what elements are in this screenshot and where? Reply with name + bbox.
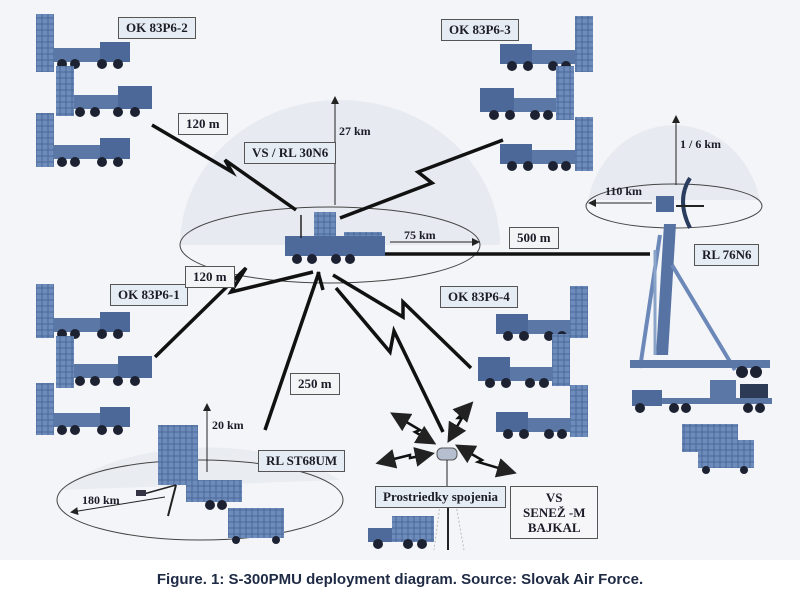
label-ok-83p6-1: OK 83P6-1 xyxy=(110,284,188,306)
label-prostriedky-spojenia: Prostriedky spojenia xyxy=(375,486,506,508)
range-st68um-height: 20 km xyxy=(212,418,244,432)
link-to-st68um xyxy=(263,271,321,431)
label-rl-st68um: RL ST68UM xyxy=(258,450,346,472)
distance-76n6: 500 m xyxy=(509,227,559,249)
comms-antenna xyxy=(433,447,465,551)
link-to-ok-2 xyxy=(151,123,298,212)
link-30n6-down xyxy=(316,271,325,291)
figure-caption: Figure. 1: S-300PMU deployment diagram. … xyxy=(0,560,800,600)
label-ok-83p6-4: OK 83P6-4 xyxy=(440,286,518,308)
higher-command-line: SENEŽ -M xyxy=(523,505,586,520)
range-30n6-radius: 75 km xyxy=(404,228,436,242)
range-st68um-radius: 180 km xyxy=(82,493,120,507)
launcher-group-ok-3 xyxy=(480,16,593,171)
launcher-group-ok-1 xyxy=(36,284,152,435)
link-to-comms xyxy=(334,286,445,433)
launcher-group-ok-4 xyxy=(478,286,588,439)
comms-truck xyxy=(368,516,434,549)
radar-76n6-mast xyxy=(630,176,772,474)
link-to-ok-3 xyxy=(339,138,504,220)
range-76n6-height: 1 / 6 km xyxy=(680,137,722,151)
label-higher-command: VS SENEŽ -M BAJKAL xyxy=(510,486,599,539)
radar-st68um xyxy=(136,425,284,544)
coverage-30n6 xyxy=(179,100,500,284)
higher-command-line: BAJKAL xyxy=(527,520,581,535)
comms-wireless-arrows xyxy=(375,401,517,478)
radius-arrow-st68um xyxy=(70,496,166,515)
range-30n6-height: 27 km xyxy=(339,124,371,138)
label-rl-76n6: RL 76N6 xyxy=(694,244,760,266)
link-to-ok-4 xyxy=(332,273,473,370)
coverage-76n6 xyxy=(585,125,763,229)
distance-st68um: 250 m xyxy=(290,373,340,395)
distance-ok-1: 120 m xyxy=(185,266,235,288)
deployment-diagram: OK 83P6-2 OK 83P6-3 OK 83P6-1 OK 83P6-4 … xyxy=(0,0,800,560)
label-vs-rl-30n6: VS / RL 30N6 xyxy=(244,142,337,164)
label-ok-83p6-2: OK 83P6-2 xyxy=(118,17,196,39)
range-76n6-radius: 110 km xyxy=(605,184,643,198)
radar-30n6-vehicle xyxy=(285,212,385,264)
higher-command-line: VS xyxy=(545,490,563,505)
launcher-group-ok-2 xyxy=(36,14,152,167)
diagram-graphics xyxy=(36,14,772,551)
label-ok-83p6-3: OK 83P6-3 xyxy=(441,19,519,41)
distance-ok-2: 120 m xyxy=(178,113,228,135)
link-to-ok-1 xyxy=(153,266,314,359)
